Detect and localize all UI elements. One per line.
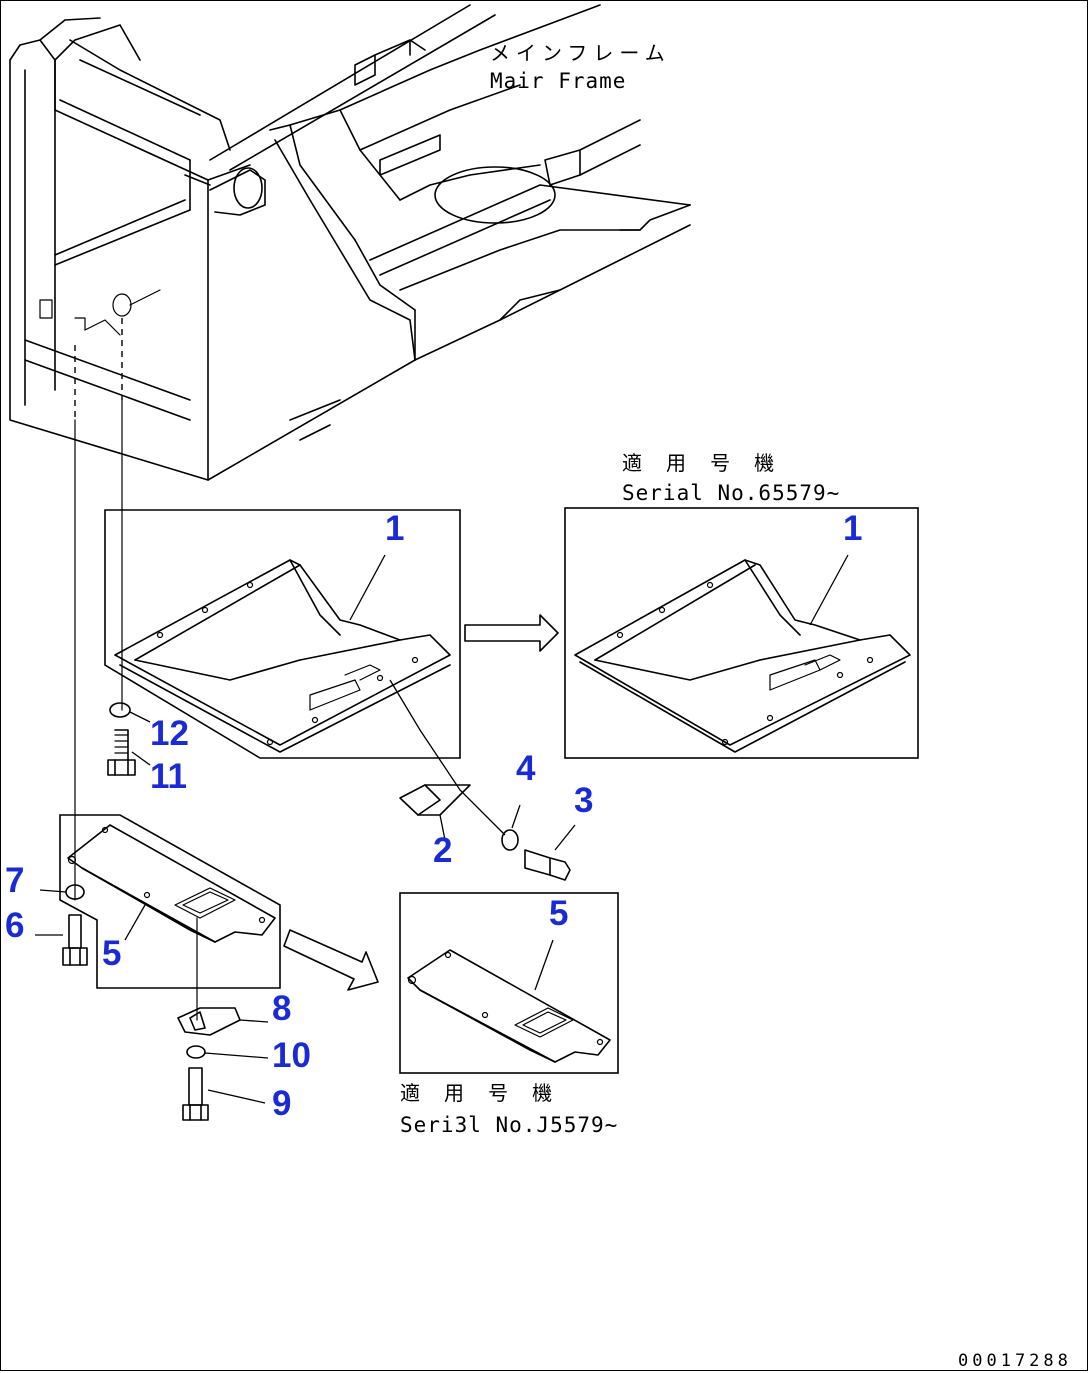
callout-3: 3 [574, 781, 593, 820]
callout-12: 12 [150, 714, 189, 753]
small-parts-lower [35, 884, 269, 1121]
callout-1-right: 1 [843, 509, 862, 548]
callout-8: 8 [272, 989, 291, 1028]
document-number: 00017288 [958, 1351, 1072, 1371]
cover-1-detail-right [564, 507, 919, 759]
main-frame-label-jp: メインフレーム [490, 41, 671, 65]
callout-11: 11 [150, 757, 187, 796]
callout-2: 2 [433, 831, 452, 870]
small-parts-upper [107, 702, 576, 881]
callout-1-left: 1 [385, 509, 404, 548]
right-arrow-lower [283, 929, 379, 991]
main-frame-label-en: Mair Frame [490, 69, 626, 93]
callout-5-left: 5 [102, 934, 121, 973]
applicable-label-bottom: 適 用 号 機 [400, 1081, 558, 1105]
applicable-label-top: 適 用 号 機 [622, 451, 780, 475]
callout-6: 6 [5, 906, 24, 945]
callout-9: 9 [272, 1084, 291, 1123]
cover-5-detail-right [399, 892, 619, 1074]
callout-5-right: 5 [549, 894, 568, 933]
cover-5-detail-left [59, 814, 281, 1021]
callout-10: 10 [272, 1036, 311, 1075]
main-frame-drawing [9, 4, 691, 481]
serial-label-bottom: Seri3l No.J5579~ [400, 1113, 618, 1137]
assembly-lines [74, 318, 123, 901]
cover-1-detail-left [104, 509, 506, 836]
right-arrow-upper [464, 614, 559, 652]
callout-4: 4 [516, 749, 536, 788]
serial-label-top: Serial No.65579~ [622, 481, 840, 505]
callout-7: 7 [5, 861, 24, 900]
